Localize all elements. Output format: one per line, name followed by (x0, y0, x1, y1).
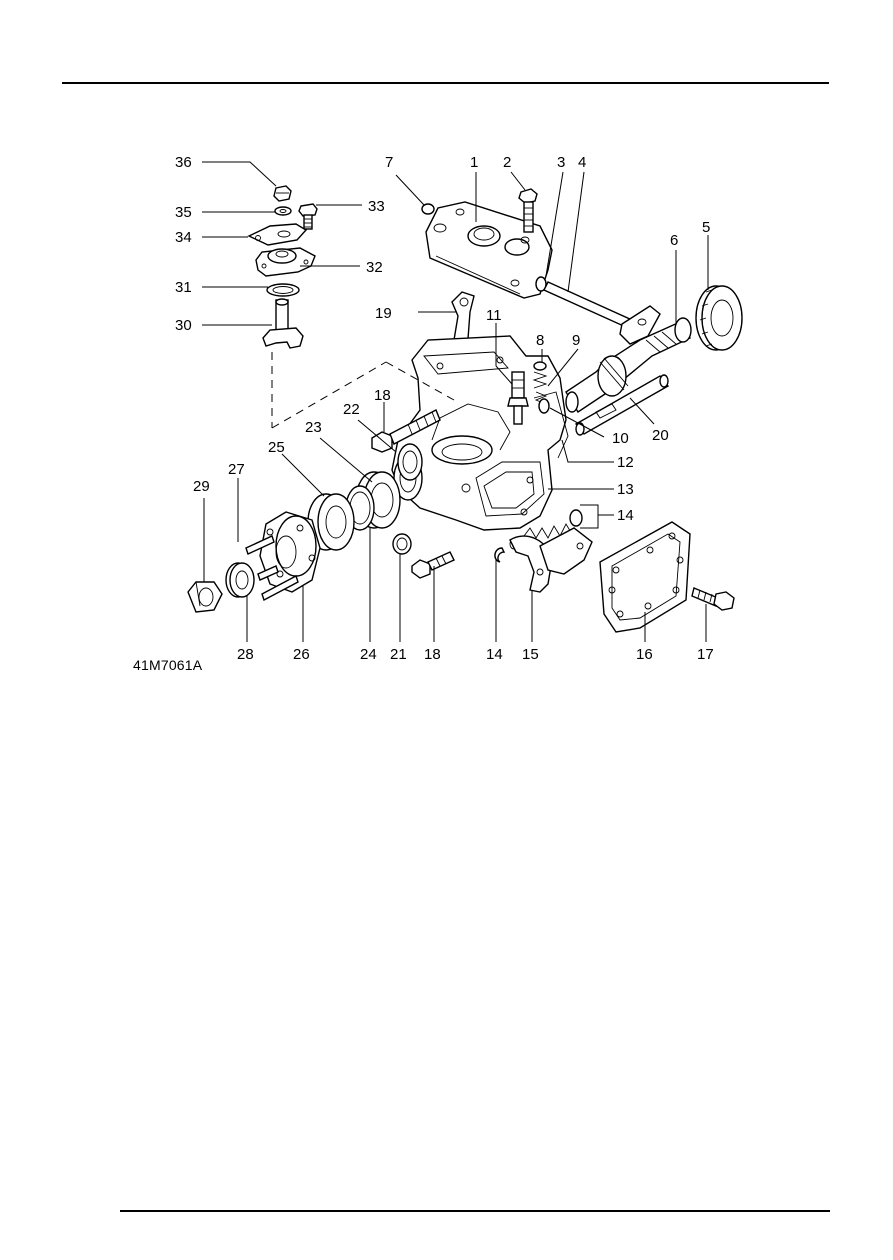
callout-labels: 36 35 34 33 32 31 30 7 1 2 3 4 6 5 19 11… (175, 154, 714, 663)
callout-30: 30 (175, 317, 192, 334)
part-3-seal (535, 276, 547, 292)
callout-13: 13 (617, 481, 634, 498)
callout-8: 8 (536, 332, 544, 349)
callout-25: 25 (268, 439, 285, 456)
part-5-gear-ring (695, 285, 743, 351)
callout-19: 19 (375, 305, 392, 322)
callout-1: 1 (470, 154, 478, 171)
callout-31: 31 (175, 279, 192, 296)
part-18-long-bolt (371, 409, 441, 453)
footer-rule (120, 1210, 830, 1212)
callout-9: 9 (572, 332, 580, 349)
callout-7: 7 (385, 154, 393, 171)
alignment-dashed-lines (271, 352, 455, 429)
callout-28: 28 (237, 646, 254, 663)
callout-35: 35 (175, 204, 192, 221)
part-29-nut (187, 581, 223, 613)
callout-16: 16 (636, 646, 653, 663)
part-20-shaft (574, 374, 670, 436)
header-rule (62, 82, 829, 84)
part-10-pin (538, 398, 550, 414)
callout-2: 2 (503, 154, 511, 171)
part-22-bearing (397, 443, 423, 481)
part-4-rail (543, 281, 661, 345)
callout-3: 3 (557, 154, 565, 171)
callout-14-right: 14 (617, 507, 634, 524)
part-33-bolt (298, 203, 318, 230)
callout-14-lower: 14 (486, 646, 503, 663)
callout-22: 22 (343, 401, 360, 418)
leader-lines (202, 161, 709, 642)
callout-18-lower: 18 (424, 646, 441, 663)
callout-5: 5 (702, 219, 710, 236)
callout-10: 10 (612, 430, 629, 447)
part-30-selector-shaft (262, 298, 304, 349)
callout-12: 12 (617, 454, 634, 471)
part-18-bolt (411, 551, 455, 579)
part-27-studs (245, 535, 299, 602)
part-15-fork (509, 527, 593, 593)
callout-26: 26 (293, 646, 310, 663)
callout-15: 15 (522, 646, 539, 663)
part-16-cover-gasket (599, 521, 691, 633)
callout-6: 6 (670, 232, 678, 249)
part-21-bush (392, 533, 412, 555)
callout-36: 36 (175, 154, 192, 171)
part-14-spring (523, 509, 583, 539)
part-8-spring (532, 361, 548, 389)
callout-34: 34 (175, 229, 192, 246)
callout-17: 17 (697, 646, 714, 663)
callout-24: 24 (360, 646, 377, 663)
callout-33: 33 (368, 198, 385, 215)
figure-reference-code: 41M7061A (133, 657, 203, 673)
callout-20: 20 (652, 427, 669, 444)
exploded-parts-diagram: 36 35 34 33 32 31 30 7 1 2 3 4 6 5 19 11… (175, 154, 743, 663)
part-36-nut (273, 185, 292, 202)
part-1-top-cover (425, 201, 553, 299)
callout-23: 23 (305, 419, 322, 436)
callout-29: 29 (193, 478, 210, 495)
part-31-o-ring (266, 283, 300, 297)
part-2-bolt (518, 188, 538, 233)
callout-18-upper: 18 (374, 387, 391, 404)
part-7-plug (421, 203, 435, 215)
part-17-bolt (691, 587, 735, 611)
callout-27: 27 (228, 461, 245, 478)
part-32-housing (255, 247, 316, 277)
part-28-washer (225, 562, 255, 598)
callout-32: 32 (366, 259, 383, 276)
part-6-output-shaft (565, 317, 692, 413)
callout-11: 11 (486, 307, 502, 324)
part-35-washer (274, 206, 292, 216)
callout-21: 21 (390, 646, 407, 663)
callout-4: 4 (578, 154, 586, 171)
part-34-plate (247, 223, 308, 246)
part-11-switch (507, 371, 529, 425)
